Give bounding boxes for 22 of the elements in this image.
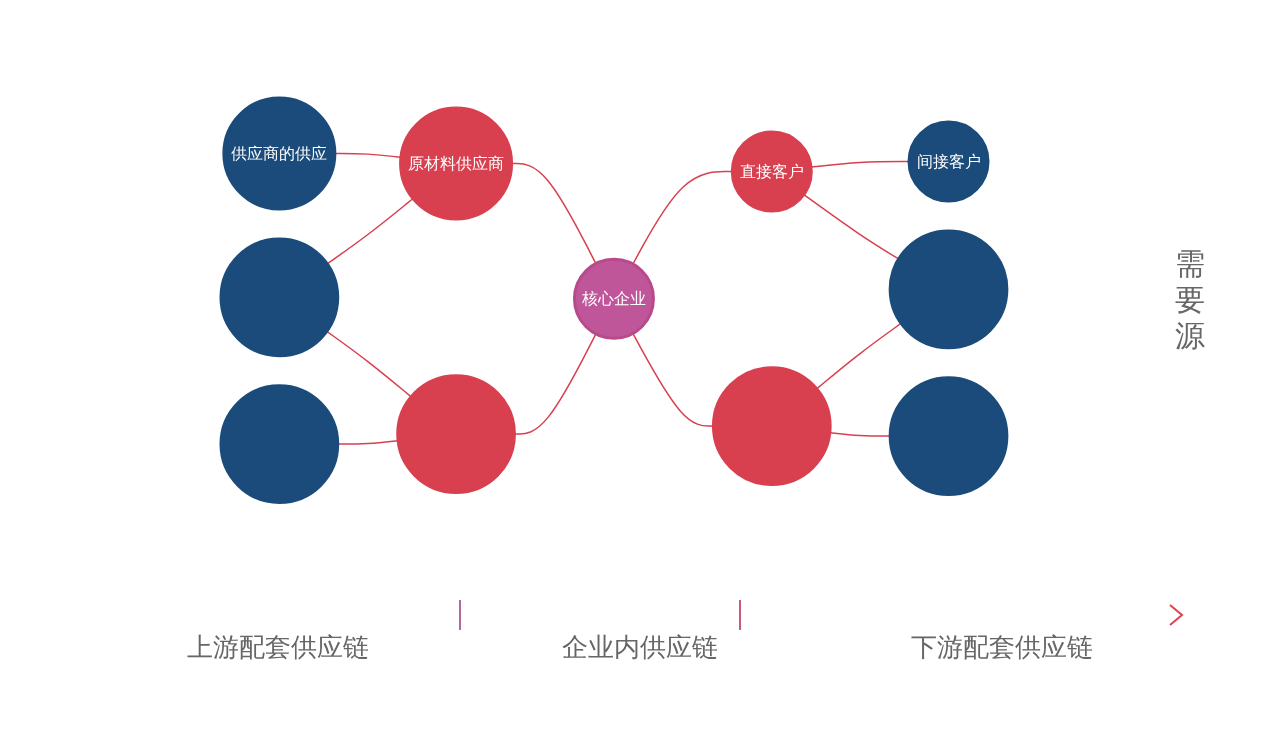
node-circle: 原材料供应商: [399, 106, 514, 221]
node-circle: 核心企业: [573, 257, 655, 340]
node-circle: 间接客户: [907, 120, 990, 203]
connector: [326, 330, 412, 398]
connector: [829, 431, 891, 437]
connector: [334, 152, 402, 158]
node-circle: [712, 366, 832, 486]
axis-label: 下游配套供应链: [911, 631, 1094, 664]
connector: [816, 322, 902, 390]
axis-label: 上游配套供应链: [186, 631, 369, 664]
node-circle: [888, 376, 1009, 496]
node-circle: [888, 229, 1009, 349]
node-circle: [219, 384, 340, 504]
connector: [803, 193, 900, 260]
node-circle: [396, 374, 516, 494]
node-circle: 供应商的供应: [222, 96, 337, 211]
connector: [337, 439, 399, 445]
node-circle: [219, 237, 340, 357]
connector: [326, 197, 414, 265]
axis-label: 企业内供应链: [562, 631, 718, 664]
side-label: 需要源: [1174, 246, 1206, 354]
node-circle: 直接客户: [730, 130, 813, 213]
